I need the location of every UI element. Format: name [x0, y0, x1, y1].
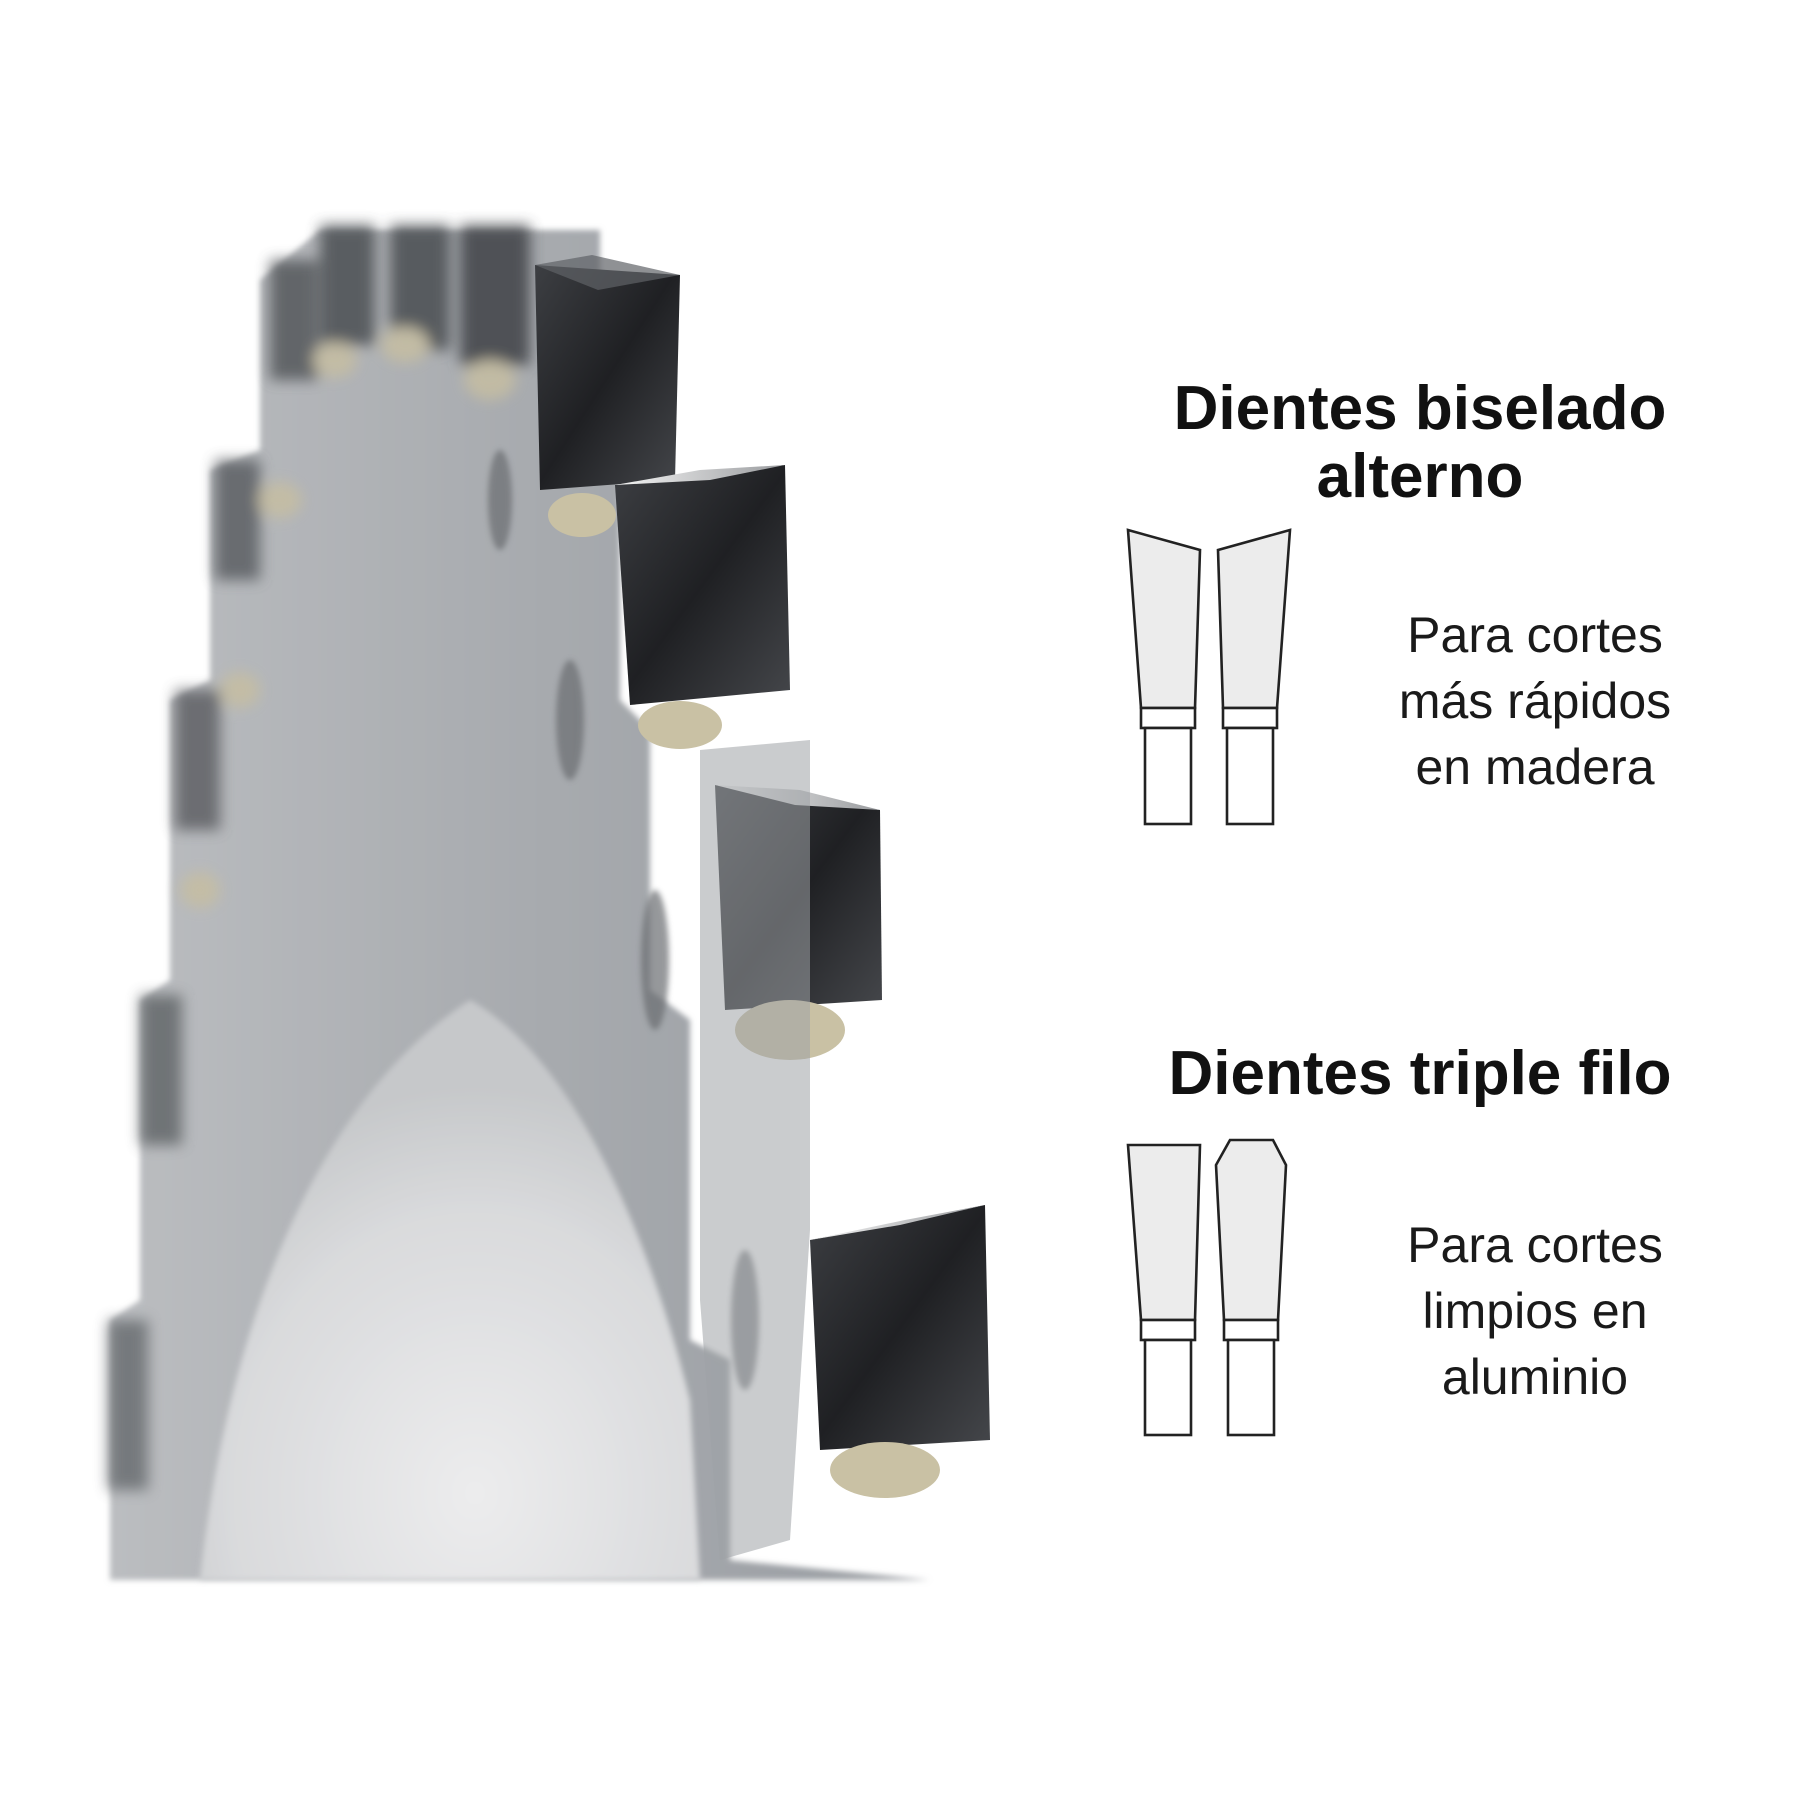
caption-line: Para cortes [1407, 1217, 1663, 1273]
caption-line: aluminio [1441, 1349, 1629, 1405]
bevel-right-tooth-icon [1216, 528, 1292, 826]
section-title-triple-chip: Dientes triple filo [1110, 1039, 1730, 1108]
section-title-alternate-bevel: Dientes biselado alterno [1120, 374, 1720, 512]
title-line: Dientes biselado [1173, 374, 1667, 443]
caption-alternate-bevel: Para cortes más rápidos en madera [1345, 602, 1725, 800]
triple-chip-tooth-icon [1214, 1138, 1288, 1437]
caption-line: en madera [1415, 739, 1655, 795]
caption-line: limpios en [1422, 1283, 1648, 1339]
title-line: alterno [1316, 442, 1524, 512]
caption-line: más rápidos [1398, 673, 1672, 729]
triple-chip-tooth-icons [1126, 1138, 1288, 1437]
title-line: Dientes triple filo [1168, 1039, 1672, 1108]
bevel-left-tooth-icon [1126, 528, 1202, 826]
alternate-bevel-tooth-icons [1126, 528, 1292, 826]
caption-line: Para cortes [1407, 607, 1663, 663]
caption-triple-chip: Para cortes limpios en aluminio [1345, 1212, 1725, 1410]
flat-tooth-icon [1126, 1143, 1202, 1437]
